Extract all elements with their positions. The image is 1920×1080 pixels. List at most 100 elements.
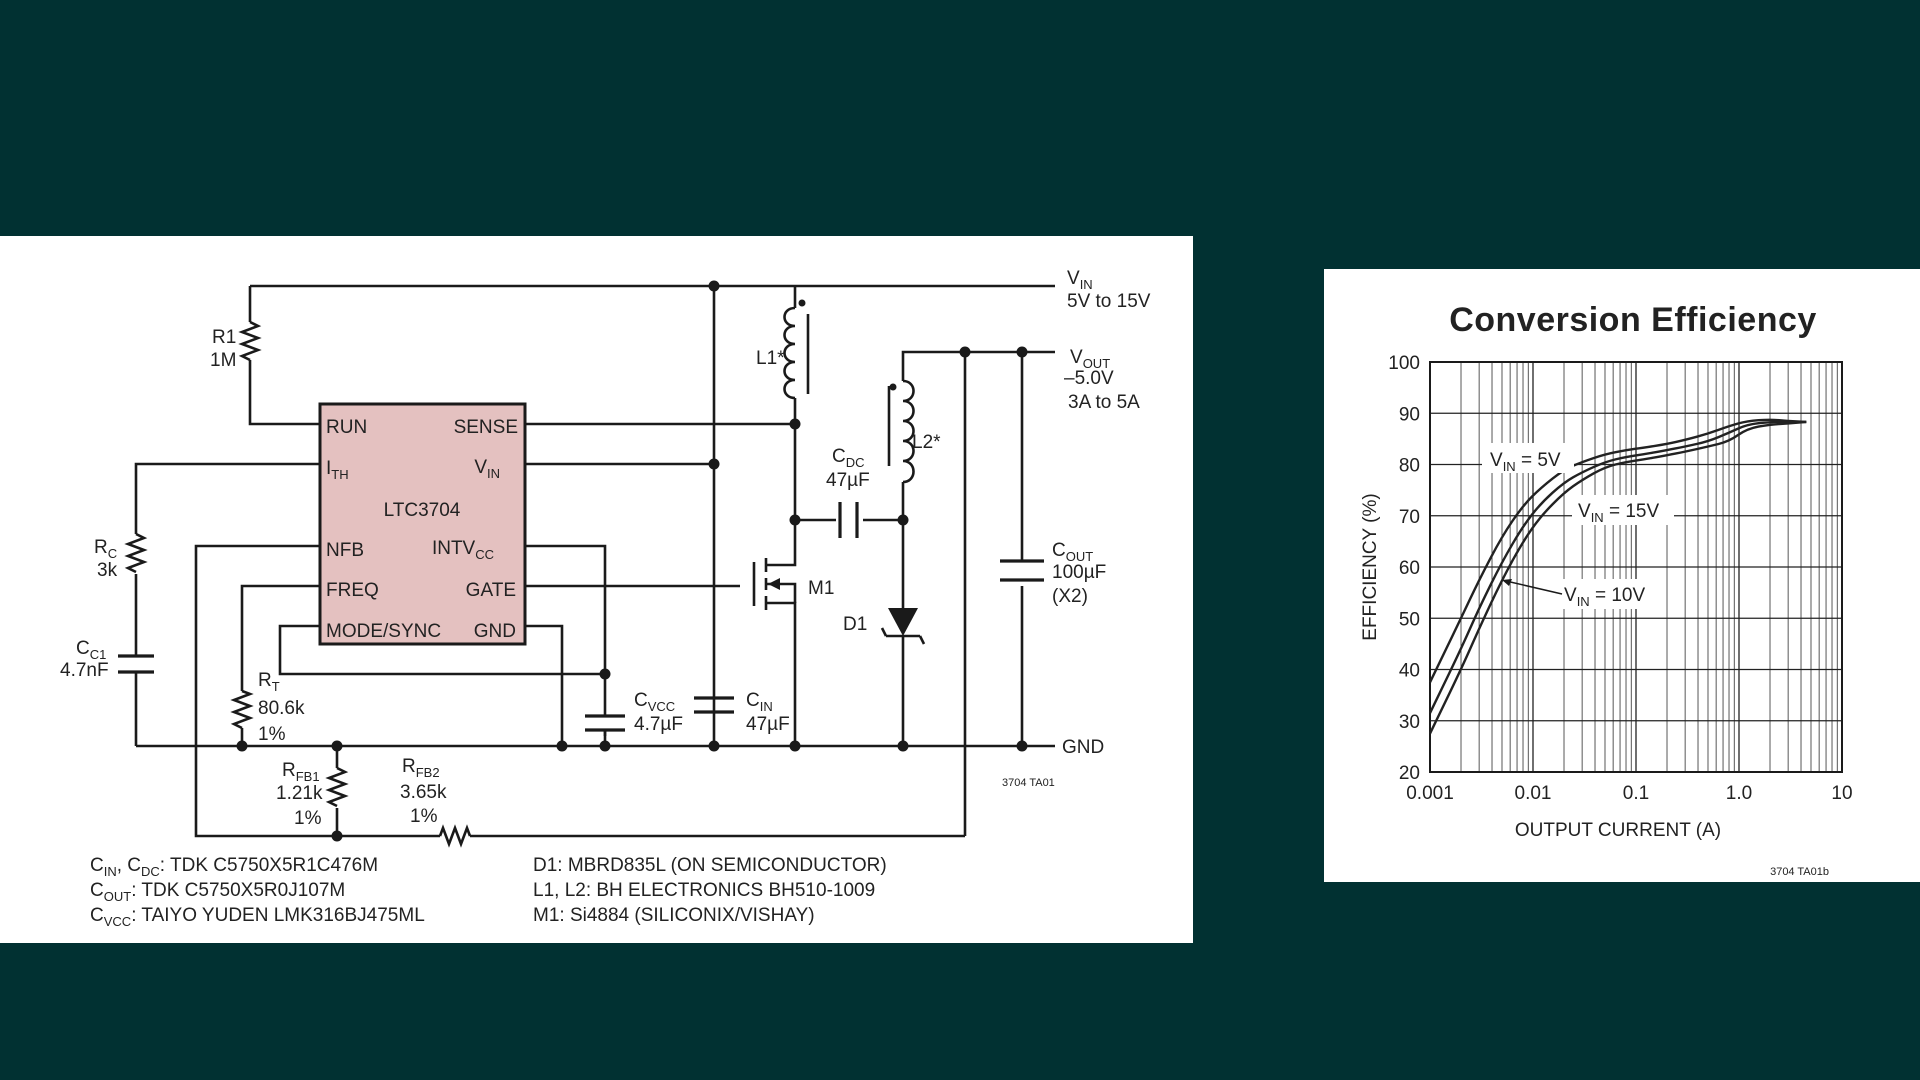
cc1-capacitor (118, 654, 154, 674)
pin-ith: ITH (326, 458, 349, 482)
y-tick-label: 90 (1399, 404, 1420, 425)
rfb2-tolerance: 1% (410, 806, 438, 827)
vout-value: –5.0V (1064, 368, 1114, 389)
schematic-panel: RUN ITH NFB FREQ MODE/SYNC SENSE VIN INT… (0, 236, 1193, 943)
l2-inductor (902, 379, 915, 484)
chart-ylabel: EFFICIENCY (%) (1360, 493, 1381, 640)
label-vin-15v: VIN = 15V (1578, 501, 1659, 525)
vout-current: 3A to 5A (1068, 392, 1140, 413)
cout-quantity: (X2) (1052, 586, 1088, 607)
y-tick-label: 80 (1399, 456, 1420, 477)
label-bg-15v (1572, 495, 1674, 525)
pin-mode-sync: MODE/SYNC (326, 621, 441, 642)
label-arrow-10v (1505, 580, 1563, 595)
pin-nfb: NFB (326, 540, 364, 561)
cc1-value: 4.7nF (60, 660, 109, 681)
chart-figure-id: 3704 TA01b (1770, 866, 1829, 878)
series-line-1 (1428, 420, 1807, 714)
gnd-label: GND (1062, 737, 1104, 758)
l1-label: L1* (756, 348, 785, 369)
rfb2-label: RFB2 (402, 756, 440, 780)
pin-freq: FREQ (326, 580, 379, 601)
l2-label: L2* (912, 432, 941, 453)
vout-label: VOUT (1070, 347, 1110, 371)
vin-label: VIN (1067, 268, 1093, 292)
cdc-label: CDC (832, 446, 865, 470)
cin-capacitor (694, 696, 734, 714)
pin-intvcc: INTVCC (432, 538, 494, 562)
r1-value: 1M (210, 350, 236, 371)
rfb2-resistor (438, 824, 472, 848)
notes-right: D1: MBRD835L (ON SEMICONDUCTOR) L1, L2: … (533, 855, 887, 926)
m1-label: M1 (808, 578, 834, 599)
vin-range: 5V to 15V (1067, 291, 1151, 312)
x-tick-label: 1.0 (1726, 783, 1752, 804)
note-l1-l2: L1, L2: BH ELECTRONICS BH510-1009 (533, 880, 875, 901)
y-tick-label: 100 (1388, 353, 1420, 374)
label-arrowhead-10v (1502, 579, 1512, 586)
x-tick-label: 0.1 (1623, 783, 1649, 804)
rc-label: RC (94, 537, 117, 561)
rt-resistor (230, 689, 254, 730)
label-bg-5v (1482, 443, 1574, 473)
rt-value: 80.6k (258, 698, 305, 719)
rfb1-tolerance: 1% (294, 808, 322, 829)
cin-label: CIN (746, 690, 773, 714)
label-vin-10v: VIN = 10V (1564, 585, 1645, 609)
cout-value: 100µF (1052, 562, 1106, 583)
note-cin-cdc: CIN, CDC: TDK C5750X5R1C476M (90, 855, 378, 879)
wires (134, 284, 1055, 838)
schematic-figure-id: 3704 TA01 (1002, 777, 1055, 789)
y-tick-label: 30 (1399, 712, 1420, 733)
ic-body (318, 402, 527, 646)
x-tick-label: 10 (1831, 783, 1852, 804)
cvcc-label: CVCC (634, 690, 675, 714)
rc-value: 3k (97, 560, 118, 581)
chart-series (1428, 418, 1807, 735)
rfb1-value: 1.21k (276, 783, 323, 804)
pin-gnd: GND (474, 621, 516, 642)
label-vin-5v: VIN = 5V (1490, 450, 1561, 474)
cdc-capacitor (838, 502, 859, 538)
rt-label: RT (258, 670, 280, 694)
pin-run: RUN (326, 417, 367, 438)
l1-inductor (783, 306, 796, 400)
rfb1-resistor (325, 766, 349, 808)
rfb1-label: RFB1 (282, 760, 320, 784)
efficiency-chart: Conversion Efficiency 20 30 40 50 60 70 80 90 10… (1360, 301, 1853, 878)
cvcc-value: 4.7µF (634, 714, 683, 735)
y-tick-label: 50 (1399, 609, 1420, 630)
circuit-schematic: RUN ITH NFB FREQ MODE/SYNC SENSE VIN INT… (60, 268, 1151, 929)
y-tick-label: 70 (1399, 507, 1420, 528)
ic-name: LTC3704 (384, 500, 461, 521)
y-tick-label: 60 (1399, 558, 1420, 579)
r1-name: R1 (212, 327, 236, 348)
d1-diode (880, 608, 926, 645)
series-line-2 (1428, 420, 1807, 735)
cvcc-capacitor (585, 714, 625, 736)
junction-dots (236, 280, 1028, 842)
note-cout: COUT: TDK C5750X5R0J107M (90, 880, 345, 904)
pin-vin: VIN (474, 457, 500, 481)
y-tick-label: 20 (1399, 763, 1420, 784)
rt-tolerance: 1% (258, 724, 286, 745)
note-m1: M1: Si4884 (SILICONIX/VISHAY) (533, 905, 815, 926)
chart-xlabel: OUTPUT CURRENT (A) (1515, 820, 1721, 841)
m1-mosfet (752, 558, 797, 610)
d1-label: D1 (843, 614, 867, 635)
cc1-label: CC1 (76, 638, 106, 662)
r1-resistor (238, 320, 262, 362)
rc-resistor (124, 532, 148, 574)
cin-value: 47µF (746, 714, 790, 735)
chart-title: Conversion Efficiency (1449, 301, 1817, 339)
note-cvcc: CVCC: TAIYO YUDEN LMK316BJ475ML (90, 905, 425, 929)
series-line-0 (1428, 418, 1807, 683)
notes-left: CIN, CDC: TDK C5750X5R1C476M COUT: TDK C… (90, 855, 425, 929)
cdc-value: 47µF (826, 470, 870, 491)
plot-area (1429, 361, 1843, 773)
chart-panel: Conversion Efficiency 20 30 40 50 60 70 80 90 10… (1324, 269, 1920, 882)
cout-label: COUT (1052, 540, 1093, 564)
y-tick-label: 40 (1399, 661, 1420, 682)
note-d1: D1: MBRD835L (ON SEMICONDUCTOR) (533, 855, 887, 876)
